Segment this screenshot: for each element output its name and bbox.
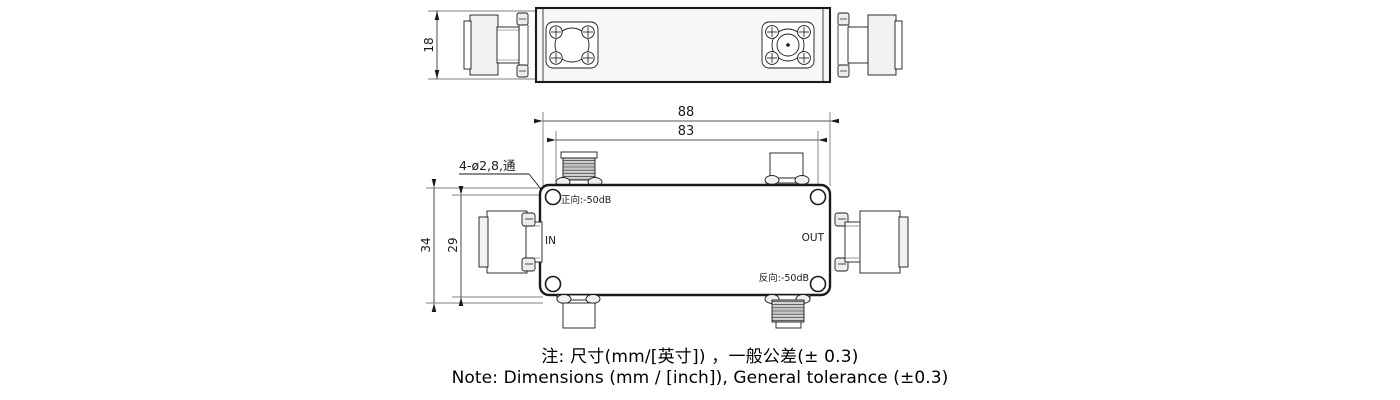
dimension-label-18: 18 [422,37,436,52]
dimension-label-83: 83 [678,124,695,139]
sma-connector-bottom-right [764,294,811,329]
connector-right-side [837,12,903,78]
dimension-label-29: 29 [446,237,460,252]
flange-screws-right [765,25,811,65]
screw-pair-in [521,212,536,272]
drawing-text-labels: 18 88 83 34 29 4-ø2,8,通 正向:-50dB 反向:-50d… [419,37,825,284]
dimension-label-34: 34 [419,237,433,252]
port-label-in: IN [545,235,556,247]
hole-callout-leader [459,173,553,204]
forward-isolation-label: 正向:-50dB [561,194,611,206]
plan-view [426,112,909,329]
screw-pair-right [837,12,850,78]
dim-extension-lines-18 [428,10,552,80]
dimension-label-88: 88 [678,105,695,120]
sma-connector-top-left [555,151,603,187]
cap-connector-bottom-left [556,294,601,329]
connector-out-plan [834,210,909,274]
note-line-english: Note: Dimensions (mm / [inch]), General … [451,368,949,388]
dimension-88 [534,112,839,186]
cap-connector-top-right [764,152,810,185]
hole-callout-label: 4-ø2,8,通 [459,158,516,173]
connector-in-plan [478,210,543,274]
connector-left-side [463,12,529,78]
reverse-isolation-label: 反向:-50dB [759,272,809,284]
note-line-chinese: 注: 尺寸(mm/[英寸]) ，一般公差(± 0.3) [541,347,859,367]
flange-right-top-view [761,21,815,69]
screw-pair-left [516,12,529,78]
side-elevation-view [428,6,903,84]
dimension-34 [426,179,543,312]
flange-left-top-view [545,21,599,69]
dimension-83 [547,131,827,186]
flange-screws-left [549,25,595,65]
port-label-out: OUT [802,232,825,244]
corner-mounting-holes [544,188,827,293]
body-plan-outline [538,183,832,297]
dimension-29 [452,186,543,306]
